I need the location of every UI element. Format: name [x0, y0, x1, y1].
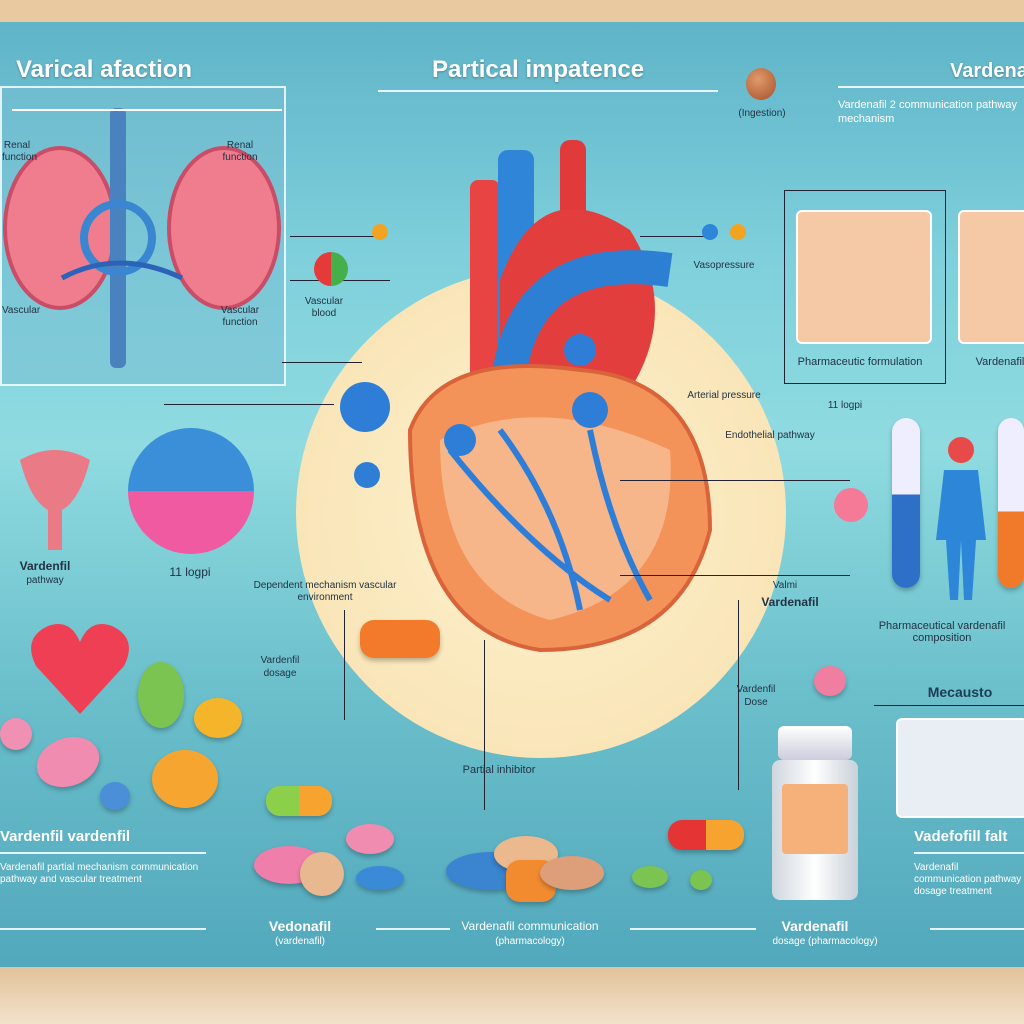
connector-line [164, 404, 334, 405]
heading-underline [378, 90, 718, 92]
vardenafil-mid-label: Vardenafil [761, 595, 819, 609]
human-figure-icon [936, 437, 986, 600]
divider [930, 928, 1024, 930]
kidney-label-bottom-right: Vascular function [220, 305, 260, 328]
pill [194, 698, 242, 738]
kidney-illustration [3, 108, 282, 368]
pill [138, 662, 184, 728]
capsule [266, 786, 332, 816]
pill [632, 866, 668, 888]
divider [376, 928, 450, 930]
heading-underline [838, 86, 1024, 88]
uterus-illustration [20, 450, 90, 550]
capsule [668, 820, 744, 850]
pill [690, 870, 712, 890]
bottom-col2-sub: (pharmacology) [495, 936, 565, 947]
kidney-label-left: Renal function [2, 140, 38, 163]
connector-line [874, 705, 1024, 706]
molecule-icon [340, 382, 390, 432]
pill [346, 824, 394, 854]
connector-line [290, 236, 380, 237]
kidney-label-right: Renal function [222, 140, 258, 163]
connector-line [620, 575, 850, 576]
mid-left-label: Vascular blood [304, 296, 344, 319]
connector-line [484, 640, 485, 810]
bottom-col1-sub: (vardenafil) [274, 936, 326, 947]
bottom-col3-title: Vardenafil [781, 918, 849, 934]
kidney-panel [0, 86, 286, 386]
heart-side-label: Arterial pressure [687, 390, 761, 401]
vardenfil-small: Vardenfil [260, 655, 300, 666]
divider [0, 928, 206, 930]
divider [0, 852, 206, 854]
divider [630, 928, 756, 930]
pill [152, 750, 218, 808]
dot-icon [730, 224, 746, 240]
bottom-left-title: Vardenfil vardenfil [0, 828, 131, 845]
bottom-right-title: Vadefofill falt [914, 828, 1008, 845]
figure-caption: Pharmaceutical vardenafil composition [878, 620, 1006, 644]
heart-illustration [407, 140, 713, 653]
bottom-right-desc: Vardenafil communication pathway dosage … [914, 862, 1022, 897]
pct-label: 11 logpi [827, 400, 863, 411]
bottom-col2-title: Vardenafil communication [461, 919, 599, 933]
heading-right: Vardenafil [950, 60, 1024, 82]
valmi-label: Valmi [772, 580, 798, 591]
pill [300, 852, 344, 896]
bottom-col1-title: Vedonafil [268, 918, 332, 934]
bottom-frame [0, 967, 1024, 1024]
divider [914, 852, 1024, 854]
uterus-subtitle: pathway [26, 575, 64, 586]
test-tube [998, 418, 1024, 588]
pill-icon [746, 68, 776, 100]
mecausto-label: Mecausto [927, 684, 993, 700]
vardenfil-small-sub: dosage [263, 668, 297, 679]
bottle-label [782, 784, 848, 854]
molecule-icon [354, 462, 380, 488]
dot-icon [372, 224, 388, 240]
capsule [360, 620, 440, 658]
pill [100, 782, 130, 810]
blister-pack [796, 210, 932, 344]
mid-desc: Dependent mechanism vascular environment [253, 580, 397, 603]
blister-pack [896, 718, 1024, 818]
connector-right-label: Vasopressure [693, 260, 755, 271]
test-tube [892, 418, 920, 588]
pack-right-caption: Vardenafil [975, 356, 1024, 368]
connector-line [620, 480, 850, 481]
connector-line [640, 236, 710, 237]
pack-left-caption: Pharmaceutic formulation [797, 356, 923, 368]
bottom-left-desc: Vardenafil partial mechanism communicati… [0, 862, 199, 885]
pack-frame [784, 190, 946, 384]
ball-icon [314, 252, 348, 286]
dot-icon [834, 488, 868, 522]
uterus-title: Vardenfil [19, 559, 71, 573]
pill [814, 666, 846, 696]
pill [0, 718, 32, 750]
connector-line [738, 600, 739, 790]
top-right-caption: Vardenafil 2 communication pathway mecha… [838, 99, 1017, 125]
kidney-label-bottom-left: Vascular [2, 305, 41, 316]
pill-note: Vardenfil [736, 684, 776, 695]
ring-caption: 11 logpi [169, 565, 211, 579]
bottom-col3-sub: dosage (pharmacology) [772, 936, 878, 947]
heart-icon [31, 624, 129, 714]
blister-pack [958, 210, 1024, 344]
connector-line [282, 362, 362, 363]
heart-pathway-label: Endothelial pathway [725, 430, 815, 441]
pill [540, 856, 604, 890]
ring-diagram [128, 428, 254, 554]
dot-icon [702, 224, 718, 240]
pill [356, 866, 404, 890]
bottle-cap [778, 726, 852, 760]
pill-note-sub: Dose [744, 697, 768, 708]
ingestion-caption: (Ingestion) [738, 108, 786, 119]
medicine-bottle [772, 760, 858, 900]
bottom-mid-top-label: Partial inhibitor [462, 764, 536, 776]
heading-center: Partical impatence [432, 56, 645, 83]
connector-line [344, 610, 345, 720]
heading-left: Varical afaction [16, 56, 193, 83]
